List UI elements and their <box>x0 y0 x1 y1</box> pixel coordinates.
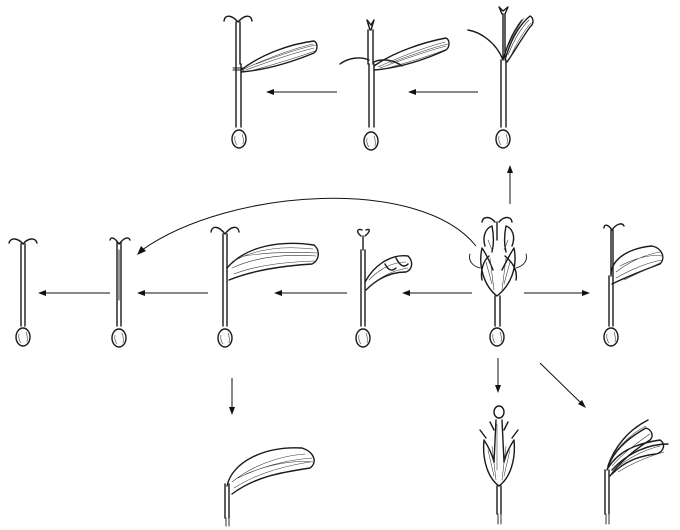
flower-spread-petals-icon <box>605 420 668 524</box>
arrow-top-right-to-top-mid <box>408 89 478 95</box>
arrow-mid-center-to-mid-left <box>137 290 208 296</box>
arrow-center-right-to-mid-center <box>274 290 347 296</box>
arrow-hub-to-bottom-center <box>495 358 501 393</box>
curved-arrow-hub-to-mid-left <box>137 198 476 255</box>
arrow-hub-to-top-right <box>507 165 513 204</box>
seedling-bifid-style-petals-icon <box>224 16 317 148</box>
seedling-fork-closed-petals-icon <box>468 7 533 148</box>
seedling-curled-petals-icon <box>356 229 412 347</box>
seedling-sheathed-bud-icon <box>604 224 663 346</box>
seedling-two-branch-petals-icon <box>340 20 449 150</box>
arrow-mid-center-to-bottom-left <box>229 378 235 415</box>
seedling-bare-stalk-icon <box>9 239 37 346</box>
arrow-hub-to-far-right <box>524 290 590 296</box>
arrow-hub-to-bottom-right <box>540 363 586 408</box>
seedling-bare-stalk-split-icon <box>110 238 130 347</box>
seedling-open-petals-icon <box>211 227 318 347</box>
arrow-top-mid-to-top-left <box>266 89 337 95</box>
seedling-drooping-petals-icon <box>225 448 314 526</box>
arrow-mid-left-to-far-left <box>38 290 110 296</box>
arrow-hub-to-center-right <box>402 290 472 296</box>
flower-full-bloom-icon <box>469 218 526 347</box>
flower-upright-bracts-icon <box>480 406 518 524</box>
